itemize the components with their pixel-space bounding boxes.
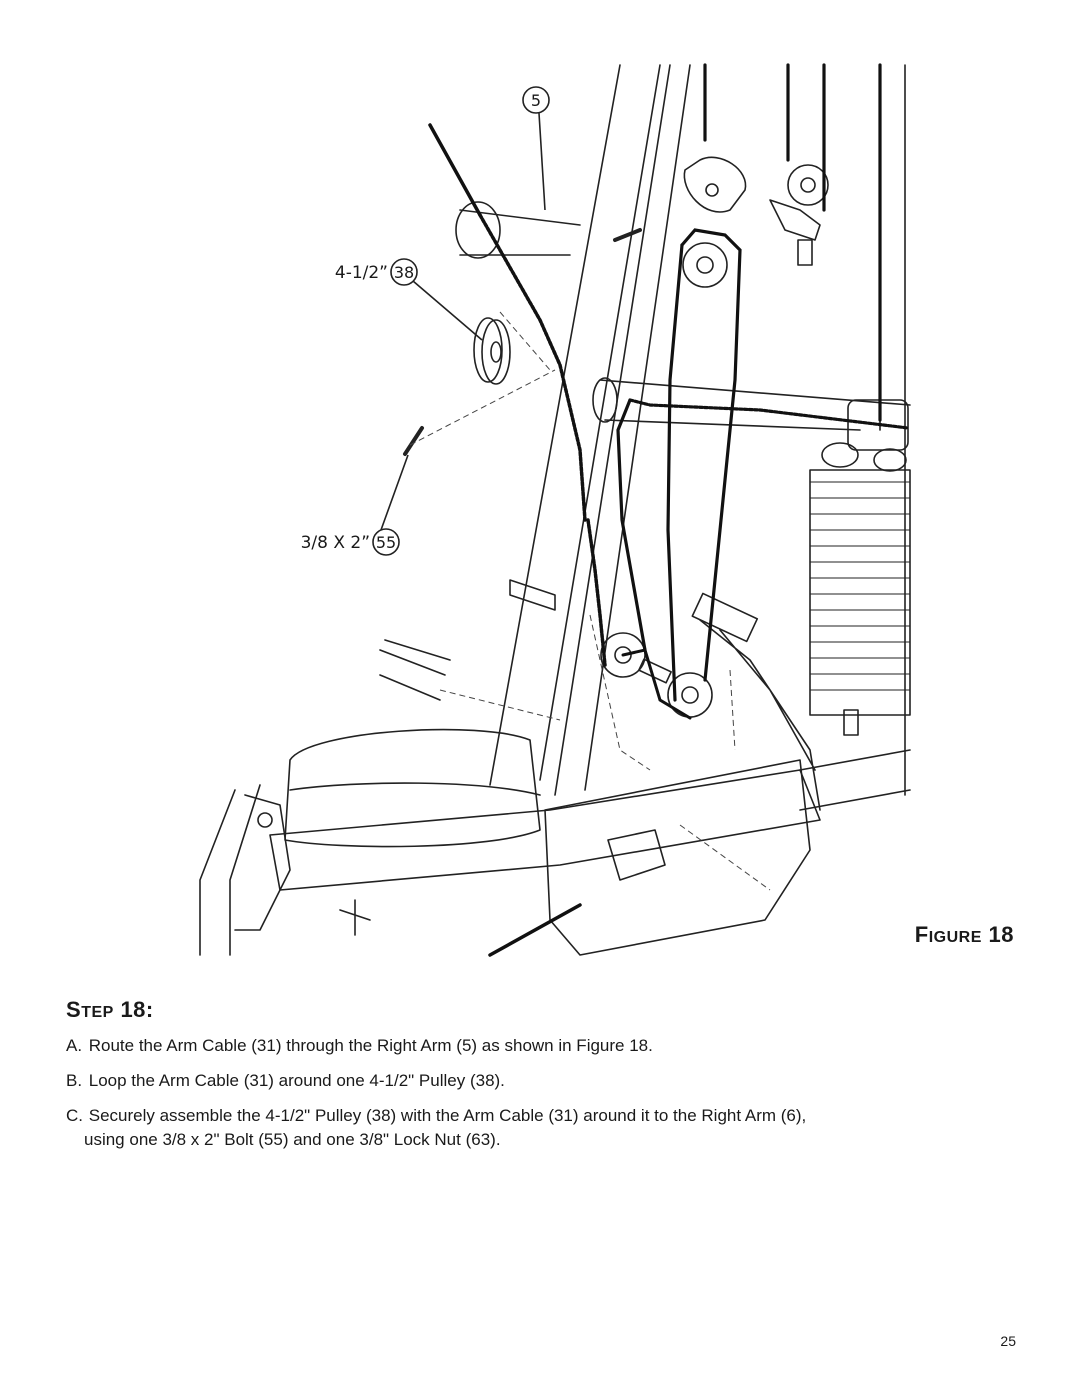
step-heading: STEP 18:	[66, 997, 154, 1023]
pulley-38-icon	[473, 317, 511, 385]
instruction-a: A. Route the Arm Cable (31) through the …	[66, 1034, 1026, 1058]
middle-pulley-icon	[682, 242, 728, 288]
assembly-illustration: 5 4-1/2” 38 3/8 X 2” 55	[199, 63, 911, 957]
step-heading-rest: TEP	[81, 1004, 114, 1021]
figure-caption: FIGURE 18	[915, 922, 1014, 948]
step-heading-number: 18:	[120, 997, 154, 1022]
top-right-pulley-icon	[787, 164, 829, 206]
figure-caption-rest: IGURE	[928, 929, 982, 946]
instruction-text: Loop the Arm Cable (31) around one 4-1/2…	[88, 1071, 505, 1090]
seat-pad	[284, 728, 541, 848]
callout-circle-38	[390, 258, 418, 286]
callout-number-5: 5	[531, 91, 541, 110]
rear-upright	[879, 64, 906, 796]
seat-frame	[269, 769, 821, 891]
instruction-c: C. Securely assemble the 4-1/2" Pulley (…	[66, 1104, 1026, 1152]
figure-caption-first: F	[914, 922, 929, 947]
instruction-text: Securely assemble the 4-1/2" Pulley (38)…	[88, 1106, 807, 1125]
callout-circle-55	[372, 528, 400, 556]
instruction-text: Route the Arm Cable (31) through the Rig…	[88, 1036, 653, 1055]
main-frame-upright	[489, 64, 661, 786]
instruction-text-continued: using one 3/8 x 2" Bolt (55) and one 3/8…	[84, 1130, 501, 1149]
arm-cable	[428, 123, 482, 217]
callout-number-38: 38	[394, 263, 414, 282]
instruction-b: B. Loop the Arm Cable (31) around one 4-…	[66, 1069, 1026, 1093]
cross-arm-tube	[599, 379, 911, 431]
callout-label-55: 3/8 X 2”	[301, 533, 370, 553]
callout-label-38: 4-1/2”	[335, 263, 388, 283]
instruction-letter: B.	[66, 1071, 83, 1090]
weight-stack-icon	[809, 442, 911, 736]
page-number: 25	[1000, 1333, 1016, 1349]
instruction-letter: A.	[66, 1036, 83, 1055]
instruction-letter: C.	[66, 1106, 83, 1125]
step-heading-first: S	[66, 997, 82, 1022]
callout-number-55: 55	[376, 533, 396, 552]
figure-caption-number: 18	[988, 922, 1014, 947]
callout-circle-5	[522, 86, 550, 114]
bolt-55-icon	[403, 426, 424, 456]
upper-cross-tube	[459, 209, 581, 256]
